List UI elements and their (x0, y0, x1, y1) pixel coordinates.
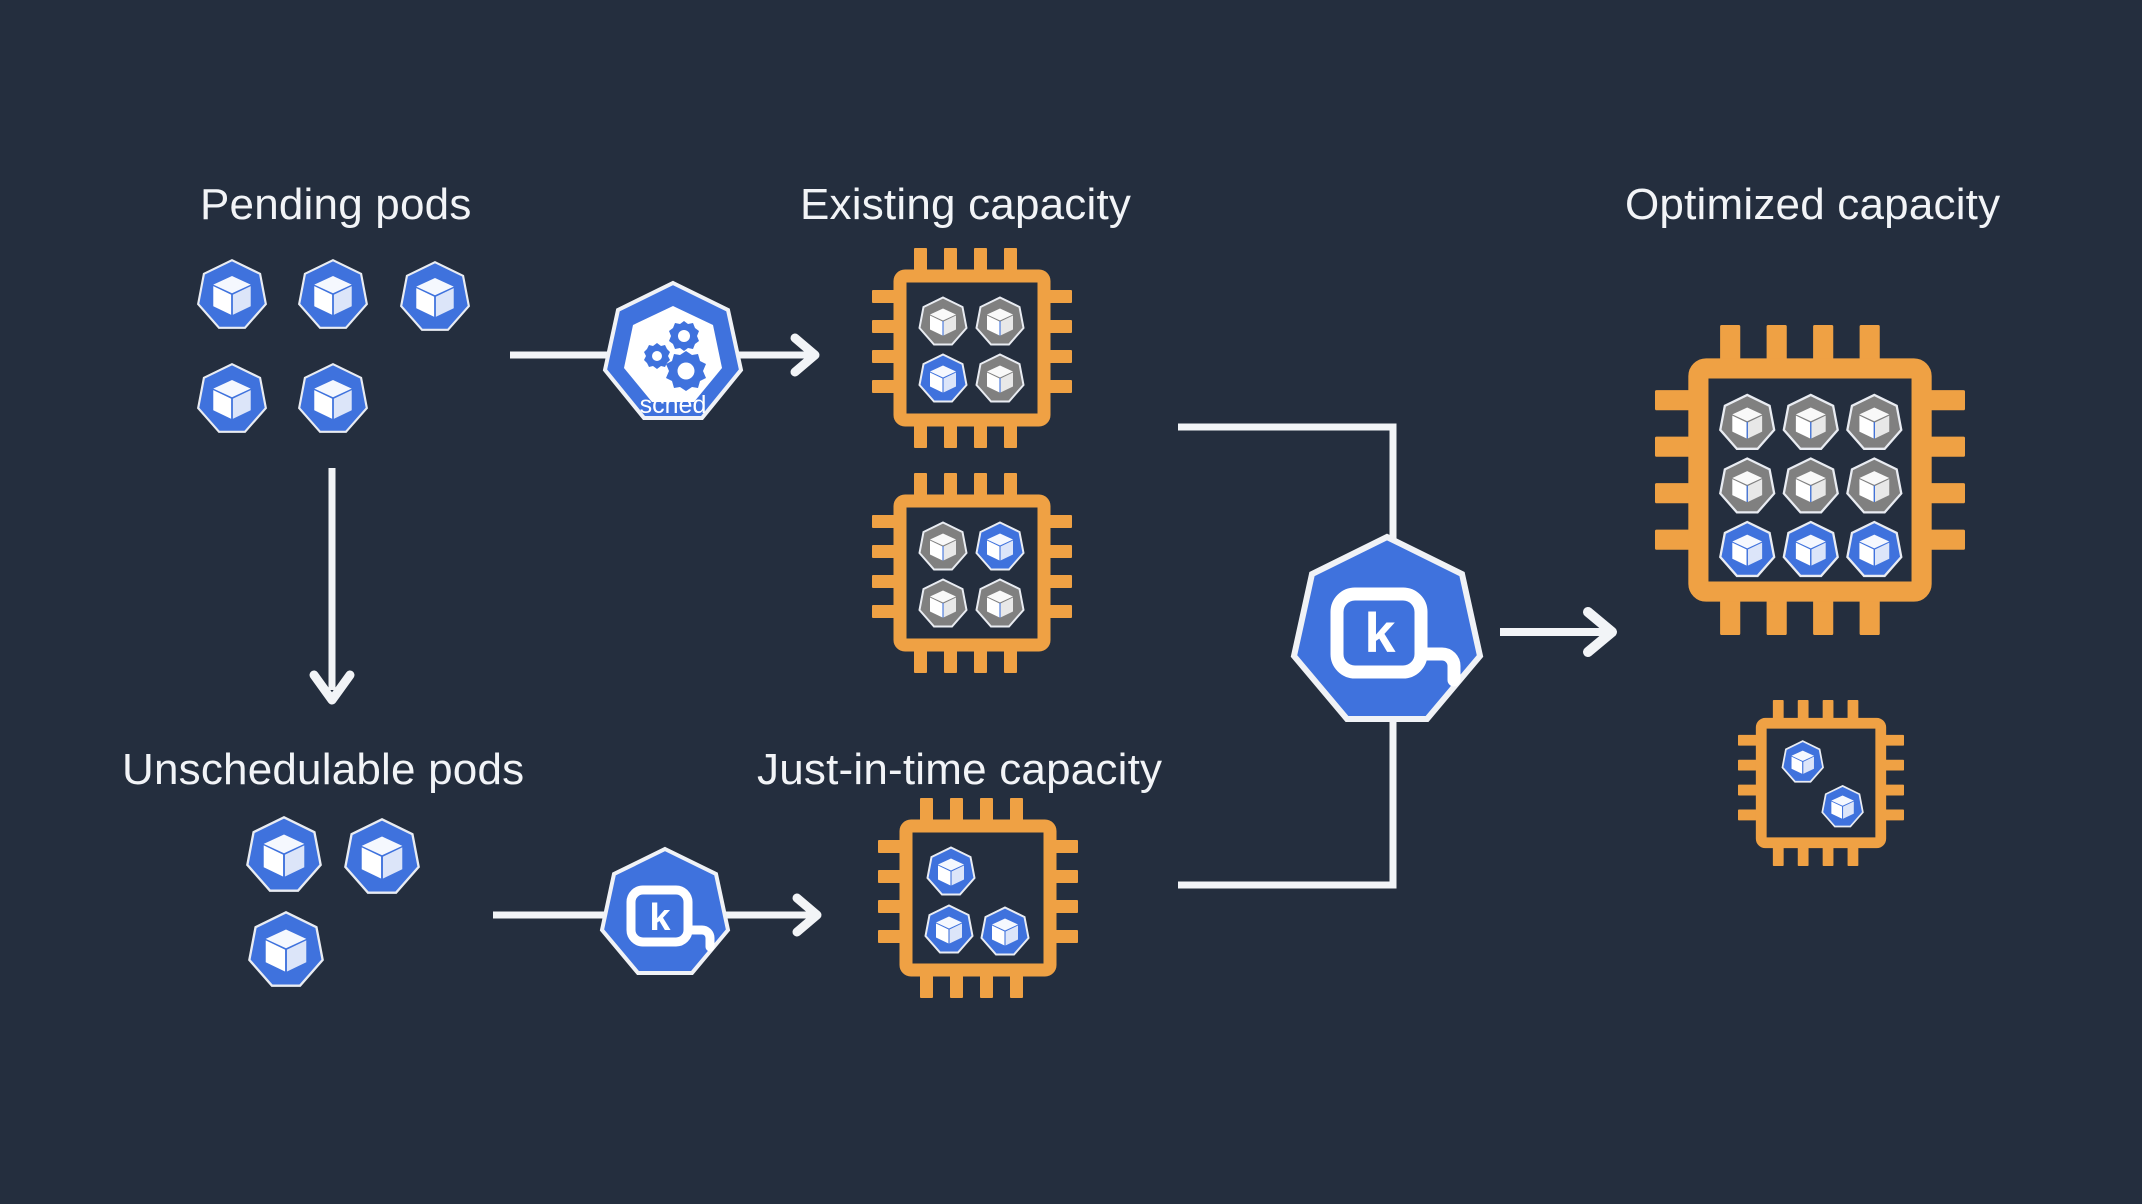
label-jit-capacity: Just-in-time capacity (757, 745, 1163, 794)
pod-item (298, 259, 368, 329)
connector-karpenter-to-optimized (1500, 607, 1617, 657)
label-optimized-capacity: Optimized capacity (1625, 180, 2001, 229)
pod-item (926, 846, 976, 896)
karpenter-icon-main: k (1290, 533, 1484, 722)
connector-karpenter-to-jit (726, 893, 822, 937)
pod-item (197, 363, 267, 433)
node-existing-1 (872, 248, 1087, 463)
pod-item (1846, 457, 1903, 514)
pod-item (1719, 457, 1776, 514)
pod-item (918, 521, 968, 571)
pod-item (918, 578, 968, 628)
pod-item (975, 296, 1025, 346)
pod-item (1782, 457, 1839, 514)
pod-item (344, 818, 420, 894)
node-optimized-large (1655, 325, 1980, 650)
pod-item (975, 578, 1025, 628)
pod-item (1846, 393, 1903, 450)
node-jit (878, 798, 1093, 1013)
pod-item (298, 363, 368, 433)
pending-pods-group (197, 259, 470, 433)
connector-jit-to-karpenter (1178, 718, 1397, 889)
label-existing-capacity: Existing capacity (800, 180, 1132, 229)
connector-existing-to-karpenter (1178, 423, 1397, 545)
connector-scheduler-to-existing (732, 333, 820, 377)
pod-item (197, 259, 267, 329)
pod-item (1781, 740, 1824, 783)
label-unschedulable-pods: Unschedulable pods (122, 745, 525, 794)
pod-item (980, 906, 1030, 956)
pod-item (918, 353, 968, 403)
pod-item (918, 296, 968, 346)
connector-pending-to-unschedulable (309, 468, 355, 705)
pod-item (1782, 520, 1839, 578)
label-pending-pods: Pending pods (200, 180, 472, 229)
scheduler-caption: sched (640, 391, 707, 419)
karpenter-k-letter: k (649, 897, 671, 939)
karpenter-k-letter: k (1364, 601, 1396, 664)
pod-item (1719, 393, 1776, 450)
gears-icon (644, 321, 706, 391)
pod-item (924, 904, 974, 954)
node-optimized-small (1738, 700, 1913, 875)
pod-item (975, 521, 1025, 571)
pod-item (975, 353, 1025, 403)
pod-item (248, 911, 324, 987)
karpenter-k-icon (626, 885, 715, 952)
karpenter-k-icon (1330, 587, 1461, 687)
node-existing-2 (872, 473, 1087, 688)
karpenter-icon-small: k (599, 846, 731, 975)
pod-item (1821, 785, 1864, 828)
pod-item (246, 816, 322, 892)
pod-item (400, 261, 470, 331)
pod-item (1846, 520, 1903, 578)
scheduler-icon: sched (602, 280, 744, 420)
pod-item (1782, 393, 1839, 450)
unschedulable-pods-group (246, 816, 420, 987)
pod-item (1719, 520, 1776, 578)
